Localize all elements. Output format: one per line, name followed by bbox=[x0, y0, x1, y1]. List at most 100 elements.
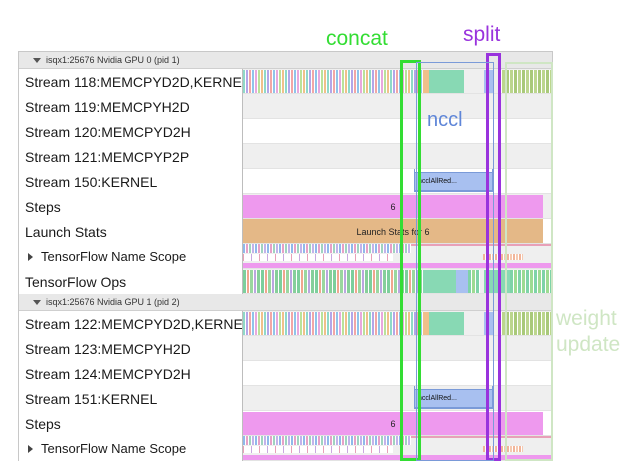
name-scope-row2b bbox=[483, 254, 523, 260]
lane-separator bbox=[243, 385, 552, 386]
lane-separator bbox=[243, 168, 552, 169]
group-header-label: isqx1:25676 Nvidia GPU 1 (pid 2) bbox=[46, 297, 180, 307]
lane-separator bbox=[243, 143, 552, 144]
track-lane[interactable] bbox=[243, 336, 552, 361]
name-scope-row1b bbox=[411, 436, 551, 438]
track-label-text: Launch Stats bbox=[25, 223, 107, 240]
name-scope-row1 bbox=[243, 436, 411, 445]
track-row: Stream 121:MEMCPYP2P bbox=[19, 144, 552, 169]
lane-separator bbox=[243, 268, 552, 269]
track-row: Stream 119:MEMCPYH2D bbox=[19, 94, 552, 119]
track-label-text: TensorFlow Ops bbox=[25, 273, 127, 290]
chevron-down-icon bbox=[33, 57, 41, 63]
track-label[interactable]: Steps bbox=[19, 194, 243, 219]
group-header-gpu-1[interactable]: isqx1:25676 Nvidia GPU 1 (pid 2) bbox=[19, 294, 552, 311]
track-lane[interactable] bbox=[243, 361, 552, 386]
group-header-label: isqx1:25676 Nvidia GPU 0 (pid 1) bbox=[46, 55, 180, 65]
name-scope-row2 bbox=[243, 254, 393, 261]
track-lane[interactable]: ncclAllRed... bbox=[243, 386, 552, 411]
track-row: Launch Stats Launch Stats for 6 bbox=[19, 219, 552, 244]
track-lane[interactable]: 6 bbox=[243, 194, 552, 219]
track-label[interactable]: TensorFlow Name Scope bbox=[19, 244, 243, 269]
name-scope-row1b bbox=[411, 244, 551, 246]
concat-annotation-label: concat bbox=[326, 27, 388, 50]
track-label[interactable]: Stream 122:MEMCPYD2D,KERNEL,MI bbox=[19, 311, 243, 336]
kernel-activity-block bbox=[429, 312, 464, 335]
lane-separator bbox=[243, 410, 552, 411]
track-label-text: Stream 119:MEMCPYH2D bbox=[25, 98, 190, 115]
track-label[interactable]: Stream 118:MEMCPYD2D,KERNEL,ME bbox=[19, 69, 243, 94]
name-scope-row2 bbox=[243, 446, 393, 453]
trace-viewer[interactable]: isqx1:25676 Nvidia GPU 0 (pid 1) Stream 1… bbox=[18, 51, 553, 461]
track-label[interactable]: Stream 151:KERNEL bbox=[19, 386, 243, 411]
orange-arc-annotation bbox=[337, 0, 373, 14]
track-lane[interactable] bbox=[243, 436, 552, 461]
track-label[interactable]: Launch Stats bbox=[19, 219, 243, 244]
track-label[interactable]: TensorFlow Ops bbox=[19, 269, 243, 294]
track-label[interactable]: Stream 124:MEMCPYD2H bbox=[19, 361, 243, 386]
track-row: Stream 118:MEMCPYD2D,KERNEL,ME bbox=[19, 69, 552, 94]
split-annotation-label: split bbox=[463, 23, 501, 46]
track-lane[interactable] bbox=[243, 144, 552, 169]
lane-separator bbox=[243, 243, 552, 244]
track-lane[interactable] bbox=[243, 269, 552, 294]
track-lane[interactable]: 6 bbox=[243, 411, 552, 436]
track-lane[interactable] bbox=[243, 244, 552, 269]
track-lane[interactable] bbox=[243, 119, 552, 144]
name-scope-row2b bbox=[483, 446, 523, 452]
chevron-right-icon[interactable] bbox=[28, 444, 33, 453]
track-row: Stream 124:MEMCPYD2H bbox=[19, 361, 552, 386]
track-row: TensorFlow Name Scope bbox=[19, 244, 552, 269]
track-label[interactable]: Stream 123:MEMCPYH2D bbox=[19, 336, 243, 361]
lane-separator bbox=[243, 293, 552, 294]
name-scope-row3 bbox=[243, 455, 551, 460]
track-row: TensorFlow Name Scope bbox=[19, 436, 552, 461]
lane-separator bbox=[243, 218, 552, 219]
track-label[interactable]: Stream 121:MEMCPYP2P bbox=[19, 144, 243, 169]
tf-ops-block bbox=[510, 270, 551, 293]
lane-separator bbox=[243, 118, 552, 119]
track-lane[interactable] bbox=[243, 311, 552, 336]
lane-separator bbox=[243, 193, 552, 194]
lane-separator bbox=[243, 360, 552, 361]
kernel-activity-block bbox=[429, 70, 464, 93]
track-row: Stream 120:MEMCPYD2H bbox=[19, 119, 552, 144]
track-label-text: Stream 121:MEMCPYP2P bbox=[25, 148, 190, 165]
launch-stats-bar[interactable]: Launch Stats for 6 bbox=[243, 219, 543, 244]
track-label-text: Stream 124:MEMCPYD2H bbox=[25, 365, 191, 382]
track-lane[interactable] bbox=[243, 69, 552, 94]
name-scope-row1 bbox=[243, 244, 411, 253]
track-label[interactable]: Steps bbox=[19, 411, 243, 436]
track-label[interactable]: Stream 150:KERNEL bbox=[19, 169, 243, 194]
kernel-activity-gap bbox=[464, 70, 484, 93]
track-label-text: TensorFlow Name Scope bbox=[41, 441, 187, 456]
kernel-activity-block bbox=[423, 312, 429, 335]
track-label[interactable]: Stream 120:MEMCPYD2H bbox=[19, 119, 243, 144]
steps-bar[interactable]: 6 bbox=[243, 195, 543, 218]
nccl-allreduce-block[interactable]: ncclAllRed... bbox=[414, 389, 493, 408]
kernel-activity-dense bbox=[243, 70, 423, 93]
track-label-text: Steps bbox=[25, 415, 61, 432]
track-label-text: Stream 123:MEMCPYH2D bbox=[25, 340, 191, 357]
weight-update-annotation-label-line1: weight bbox=[556, 307, 617, 330]
track-row: Stream 150:KERNEL ncclAllRed... bbox=[19, 169, 552, 194]
track-row: Stream 123:MEMCPYH2D bbox=[19, 336, 552, 361]
kernel-activity-gap bbox=[493, 312, 498, 335]
track-label-text: TensorFlow Name Scope bbox=[41, 249, 187, 264]
steps-bar[interactable]: 6 bbox=[243, 412, 543, 435]
track-lane[interactable] bbox=[243, 94, 552, 119]
kernel-activity-dense bbox=[243, 312, 423, 335]
group-header-gpu-0[interactable]: isqx1:25676 Nvidia GPU 0 (pid 1) bbox=[19, 52, 552, 69]
nccl-allreduce-block[interactable]: ncclAllRed... bbox=[414, 172, 493, 191]
track-row: Stream 122:MEMCPYD2D,KERNEL,MI bbox=[19, 311, 552, 336]
name-scope-row3 bbox=[243, 263, 551, 268]
chevron-right-icon[interactable] bbox=[28, 252, 33, 261]
track-label-text: Stream 150:KERNEL bbox=[25, 173, 158, 190]
track-label[interactable]: Stream 119:MEMCPYH2D bbox=[19, 94, 243, 119]
track-lane[interactable]: Launch Stats for 6 bbox=[243, 219, 552, 244]
kernel-activity-green bbox=[498, 312, 551, 335]
track-label[interactable]: TensorFlow Name Scope bbox=[19, 436, 243, 461]
track-lane[interactable]: ncclAllRed... bbox=[243, 169, 552, 194]
lane-separator bbox=[243, 93, 552, 94]
